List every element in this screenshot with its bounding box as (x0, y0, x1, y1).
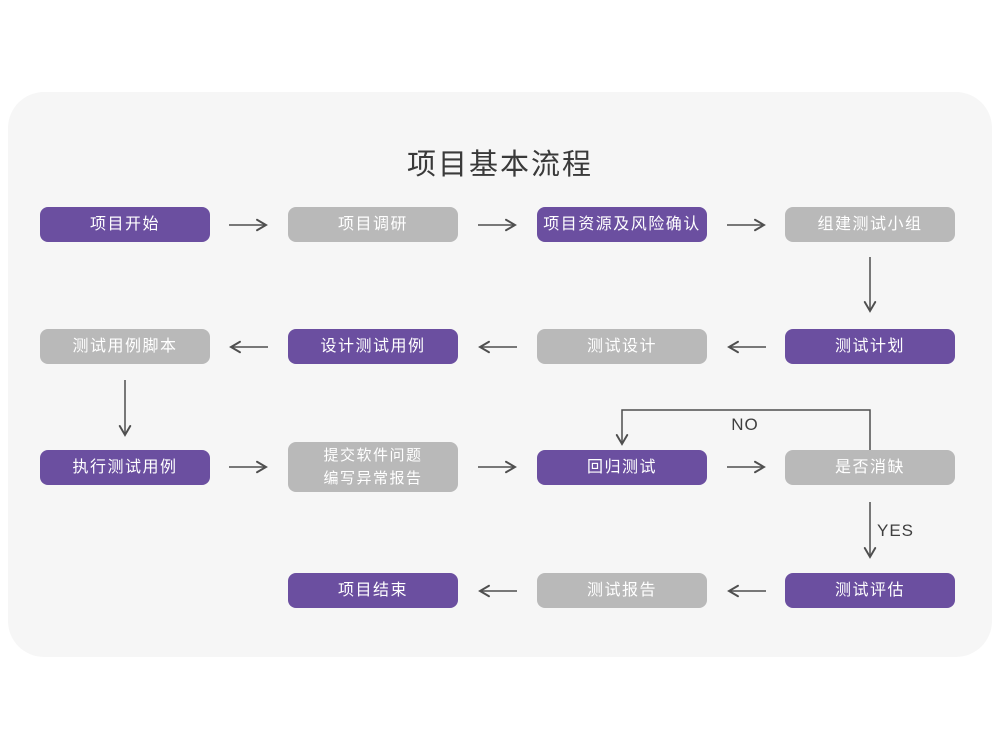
node-design-test-cases: 设计测试用例 (288, 329, 458, 364)
diagram-title: 项目基本流程 (406, 149, 593, 181)
node-defect-resolved: 是否消缺 (785, 450, 955, 485)
node-submit-issues-report: 提交软件问题 编写异常报告 (288, 442, 458, 492)
node-test-case-script: 测试用例脚本 (40, 329, 210, 364)
node-test-report: 测试报告 (537, 573, 707, 608)
node-project-start: 项目开始 (40, 207, 210, 242)
yes-branch-label: YES (877, 521, 915, 540)
node-execute-test-cases: 执行测试用例 (40, 450, 210, 485)
node-regression-test: 回归测试 (537, 450, 707, 485)
node-build-test-team: 组建测试小组 (785, 207, 955, 242)
node-test-design: 测试设计 (537, 329, 707, 364)
node-test-plan: 测试计划 (785, 329, 955, 364)
node-resources-risk-confirm: 项目资源及风险确认 (537, 207, 707, 242)
no-branch-label: NO (731, 415, 759, 434)
flowchart-card (8, 92, 992, 657)
node-project-end: 项目结束 (288, 573, 458, 608)
node-test-evaluation: 测试评估 (785, 573, 955, 608)
node-project-research: 项目调研 (288, 207, 458, 242)
